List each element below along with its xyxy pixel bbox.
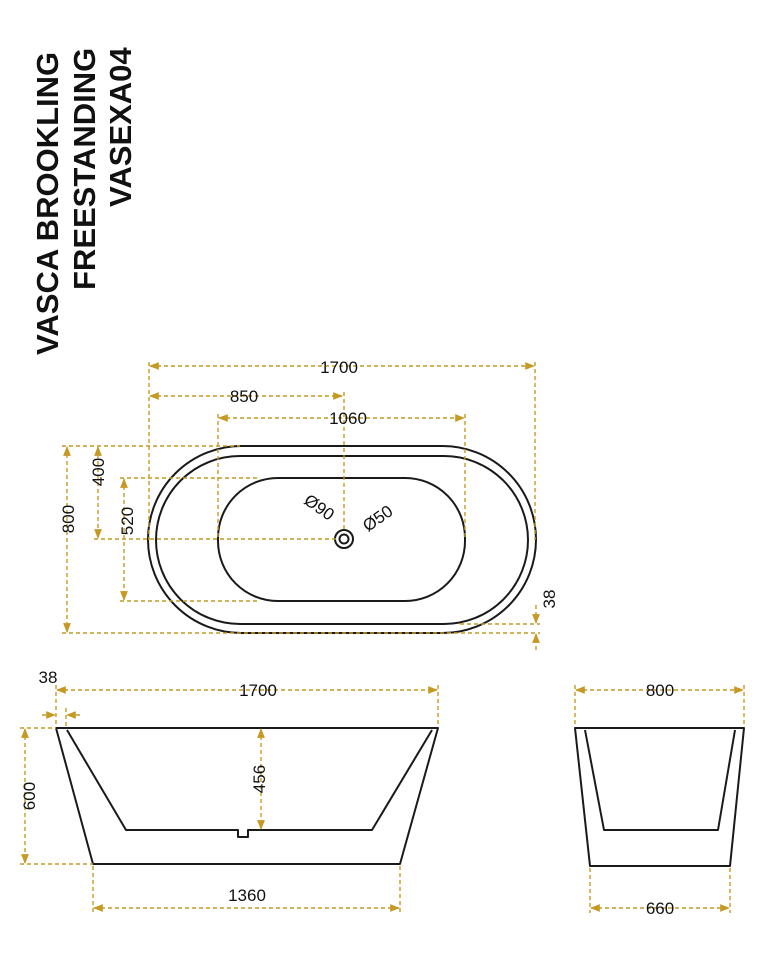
waste-inner-ring [338,533,350,545]
end-outer-profile [574,727,745,867]
label-inner-width: 520 [118,507,137,535]
side-view: 38 1700 600 456 1360 [20,668,439,913]
end-view: 800 660 [574,681,745,918]
title-block: VASCA BROOKLING FREESTANDING VASEXA04 [30,47,138,355]
side-inner-profile [66,729,433,838]
label-inner-depth: 456 [250,765,269,793]
label-rim-top: 38 [540,590,559,609]
label-top-width: 800 [59,505,78,533]
label-waste-inner: Ø50 [359,501,396,535]
label-side-height: 600 [20,782,39,810]
label-inner-length: 1060 [329,409,367,428]
title-line-3: VASEXA04 [103,47,138,207]
side-outer-profile [55,727,439,865]
title-line-1: VASCA BROOKLING [30,52,65,355]
title-line-2: FREESTANDING [67,48,102,290]
label-half-width: 400 [89,458,108,486]
tub-basin [217,477,466,602]
label-end-width: 800 [646,681,674,700]
tub-rim-inner-edge [155,455,529,625]
label-waste-outer: Ø90 [301,490,338,524]
waste-outer-ring [334,529,354,549]
top-view: 1700 850 1060 800 400 520 38 Ø90 Ø50 [59,358,559,650]
label-top-length: 1700 [320,358,358,377]
label-end-base-width: 660 [646,899,674,918]
end-inner-profile [584,729,736,831]
label-drain-offset: 850 [230,387,258,406]
label-base-length: 1360 [228,886,266,905]
label-side-rim: 38 [39,668,58,687]
label-side-length: 1700 [239,681,277,700]
